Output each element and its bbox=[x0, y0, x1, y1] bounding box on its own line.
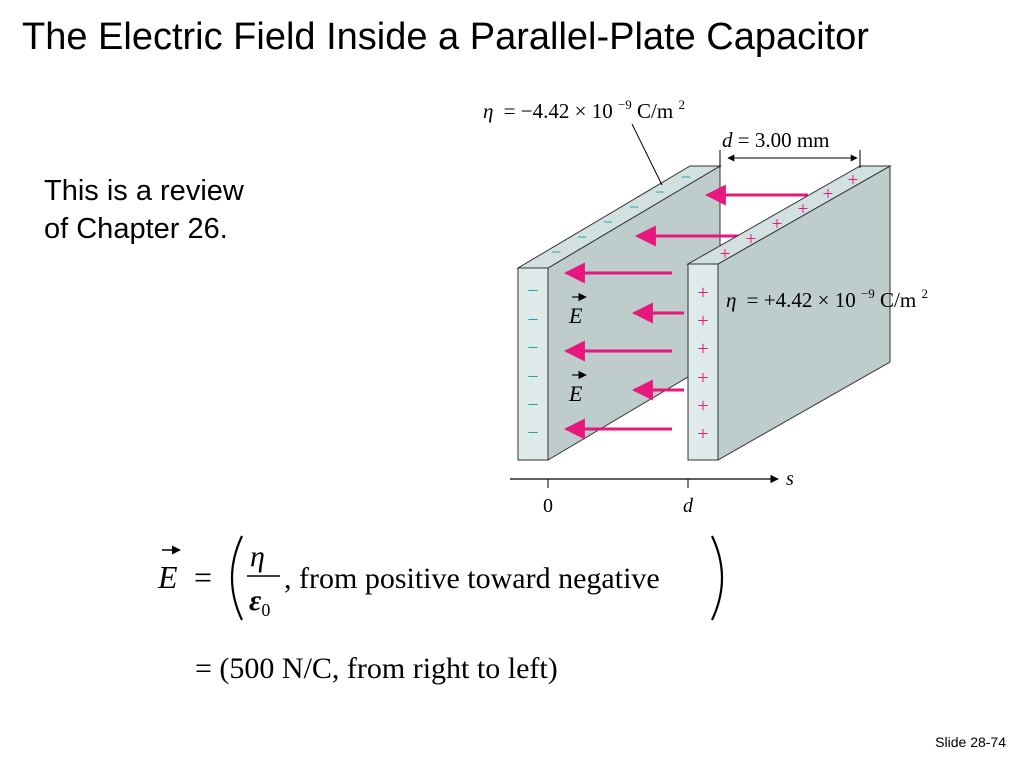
negative-charges-top: − − − − − − bbox=[551, 167, 691, 262]
positive-charge: + bbox=[697, 367, 708, 389]
separation-value: = 3.00 mm bbox=[738, 128, 830, 152]
negative-charge: − bbox=[629, 197, 639, 217]
tick-d-label: d bbox=[683, 495, 694, 517]
negative-charge: − bbox=[527, 280, 538, 302]
equation-line-1-graphic: E = η ε0 , from positive toward negative bbox=[157, 535, 724, 621]
density-unit-exponent: 2 bbox=[921, 286, 928, 301]
positive-charge: + bbox=[697, 338, 708, 360]
negative-charge: − bbox=[527, 309, 538, 331]
svg-text:d = 3.00 mm: d = 3.00 mm bbox=[722, 128, 830, 152]
left-paren bbox=[230, 535, 243, 621]
d-symbol: d bbox=[722, 128, 733, 152]
field-arrows-upper bbox=[634, 184, 808, 247]
density-unit-exponent: 2 bbox=[678, 97, 685, 112]
negative-density-label: η = −4.42 × 10 −9 C/m 2 bbox=[483, 90, 685, 186]
density-exponent: −9 bbox=[861, 286, 875, 301]
positive-charge: + bbox=[697, 395, 708, 417]
slide-title: The Electric Field Inside a Parallel-Pla… bbox=[22, 16, 869, 58]
positive-charge: + bbox=[697, 282, 708, 304]
svg-text:η = +4.42 × 10 −9: η = +4.42 × 10 −9 C/m 2 bbox=[726, 279, 928, 312]
positive-plate bbox=[686, 165, 892, 461]
negative-charge: − bbox=[655, 182, 665, 202]
eta-symbol: η bbox=[726, 288, 736, 312]
eq-text: , from positive toward negative bbox=[284, 562, 660, 595]
field-label-text: E bbox=[568, 381, 583, 406]
negative-charge: − bbox=[527, 394, 538, 416]
equation-line-2: = (500 N/C, from right to left) bbox=[195, 652, 558, 685]
density-value: = −4.42 × 10 bbox=[504, 99, 613, 123]
eq-lhs: E bbox=[157, 559, 178, 595]
eq-denominator: ε0 bbox=[249, 584, 270, 620]
positive-charge: + bbox=[848, 170, 859, 191]
review-line-1: This is a review bbox=[44, 175, 244, 207]
density-unit: C/m bbox=[880, 288, 916, 312]
review-note: This is a review of Chapter 26. bbox=[44, 172, 344, 248]
field-arrows-lower bbox=[563, 262, 684, 440]
field-label-lower: E bbox=[568, 370, 587, 406]
positive-charge: + bbox=[697, 310, 708, 332]
negative-charge: − bbox=[527, 366, 538, 388]
negative-charge: − bbox=[527, 422, 538, 444]
negative-charge: − bbox=[681, 167, 691, 187]
svg-text:η = −4.42 × 10 −9: η = −4.42 × 10 −9 C/m 2 bbox=[483, 90, 685, 123]
negative-charge: − bbox=[551, 242, 561, 262]
positive-charge: + bbox=[772, 214, 783, 235]
positive-charge: + bbox=[823, 184, 834, 205]
positive-charge: + bbox=[720, 244, 731, 265]
density-unit: C/m bbox=[637, 99, 673, 123]
negative-charges-edge: − − − − − − bbox=[527, 280, 538, 444]
tick-zero-label: 0 bbox=[543, 495, 553, 517]
eq-numerator: η bbox=[250, 540, 265, 573]
axis-name: s bbox=[786, 468, 794, 490]
leader-line bbox=[631, 123, 663, 186]
field-label-text: E bbox=[568, 303, 583, 328]
eta-symbol: η bbox=[483, 99, 493, 123]
positive-charge: + bbox=[697, 423, 708, 445]
positive-charge: + bbox=[746, 229, 757, 250]
field-label-upper: E bbox=[568, 292, 587, 328]
positive-charges-edge: + + + + + + bbox=[697, 282, 708, 445]
density-exponent: −9 bbox=[618, 97, 632, 112]
positive-plate-edge bbox=[687, 263, 719, 461]
negative-charge: − bbox=[603, 212, 613, 232]
negative-charge: − bbox=[577, 227, 587, 247]
s-axis: s 0 d bbox=[510, 468, 794, 517]
eq-equals: = bbox=[194, 559, 212, 595]
negative-charge: − bbox=[527, 337, 538, 359]
right-paren bbox=[711, 535, 724, 621]
review-line-2: of Chapter 26. bbox=[44, 213, 228, 245]
positive-density-label: η = +4.42 × 10 −9 C/m 2 bbox=[726, 279, 928, 312]
density-value: = +4.42 × 10 bbox=[747, 288, 856, 312]
separation-label: d = 3.00 mm bbox=[719, 128, 861, 168]
positive-charges-top: + + + + + + bbox=[720, 170, 859, 265]
positive-charge: + bbox=[798, 199, 809, 220]
negative-plate-edge bbox=[517, 267, 549, 461]
slide-number: Slide 28-74 bbox=[935, 734, 1006, 750]
